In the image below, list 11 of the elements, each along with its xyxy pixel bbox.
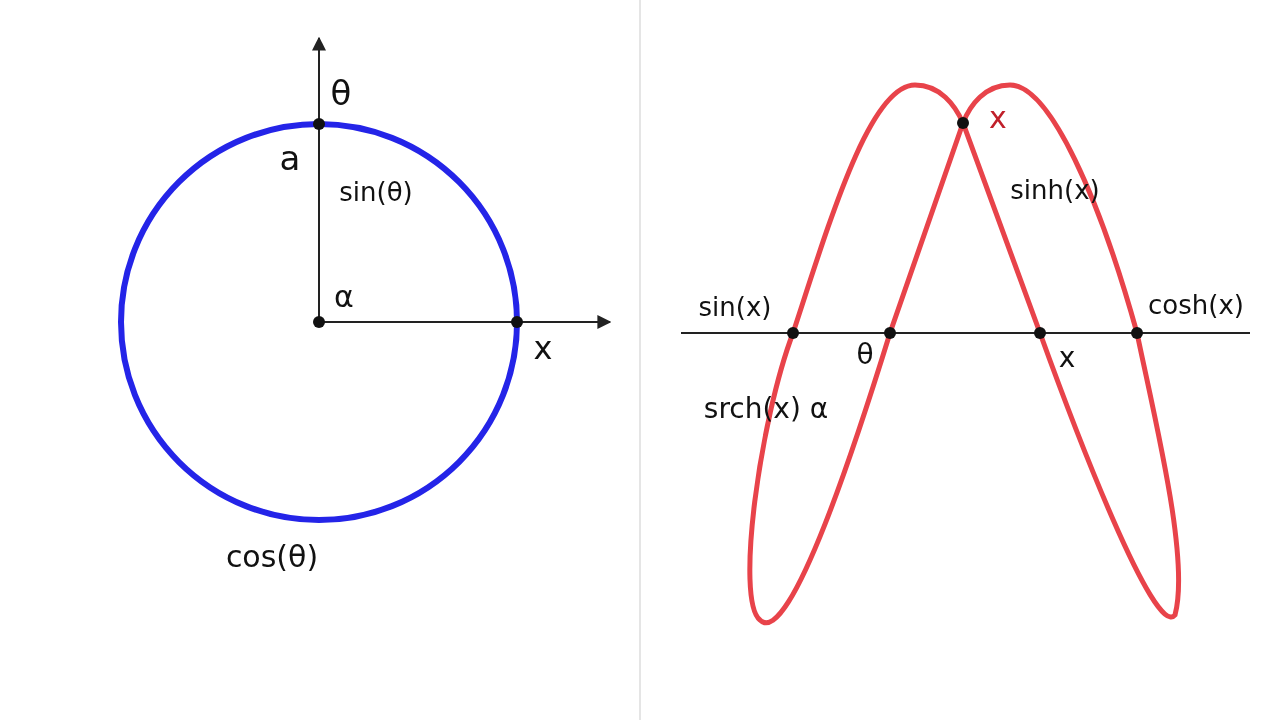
math-label: x: [989, 103, 1007, 133]
math-label: cos(θ): [225, 542, 319, 572]
math-label: sin(θ): [339, 179, 413, 205]
math-label: a: [279, 141, 301, 175]
math-label: θ: [330, 76, 352, 110]
math-label: θ: [856, 341, 874, 369]
math-label: x: [533, 332, 553, 364]
math-label: x: [1058, 344, 1076, 372]
math-label: sin(x): [698, 294, 772, 320]
math-label: α: [334, 282, 354, 312]
math-label: cosh(x): [1148, 292, 1244, 318]
